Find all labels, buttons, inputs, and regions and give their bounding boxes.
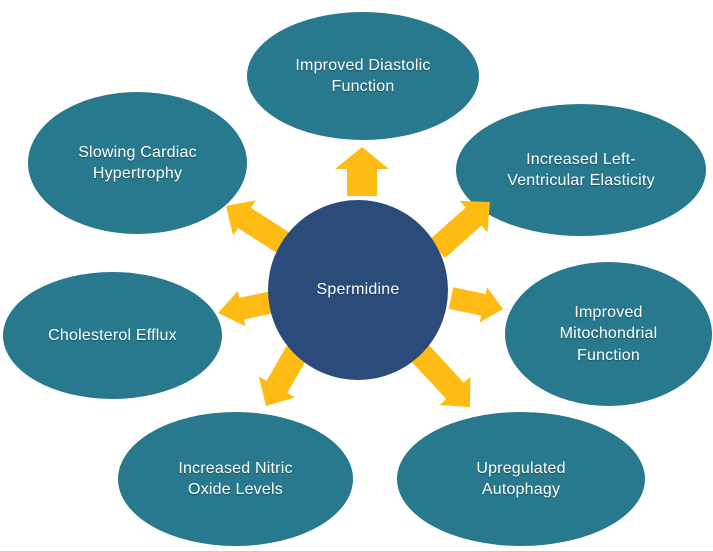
node-upregulated-autophagy: Upregulated Autophagy bbox=[397, 412, 645, 546]
arrow-up-icon bbox=[335, 147, 389, 196]
node-label: Increased Left-Ventricular Elasticity bbox=[507, 150, 655, 189]
node-label: Improved Mitochondrial Function bbox=[559, 304, 658, 364]
hub-label: Spermidine bbox=[316, 281, 400, 299]
node-increased-nitric-oxide-levels: Increased Nitric Oxide Levels bbox=[118, 412, 353, 546]
node-label: Cholesterol Efflux bbox=[48, 326, 177, 344]
node-label: Upregulated Autophagy bbox=[476, 459, 566, 498]
node-label: Increased Nitric Oxide Levels bbox=[178, 459, 293, 498]
node-slowing-cardiac-hypertrophy: Slowing Cardiac Hypertrophy bbox=[28, 92, 247, 234]
node-increased-left-ventricular-elasticity: Increased Left-Ventricular Elasticity bbox=[456, 104, 706, 236]
hub-spermidine: Spermidine bbox=[268, 200, 448, 380]
node-cholesterol-efflux: Cholesterol Efflux bbox=[3, 272, 222, 399]
arrow-right-icon bbox=[448, 287, 503, 323]
node-improved-mitochondrial-function: Improved Mitochondrial Function bbox=[505, 262, 712, 406]
node-improved-diastolic-function: Improved Diastolic Function bbox=[247, 12, 479, 140]
node-label: Improved Diastolic Function bbox=[295, 56, 431, 95]
node-label: Slowing Cardiac Hypertrophy bbox=[78, 143, 197, 182]
